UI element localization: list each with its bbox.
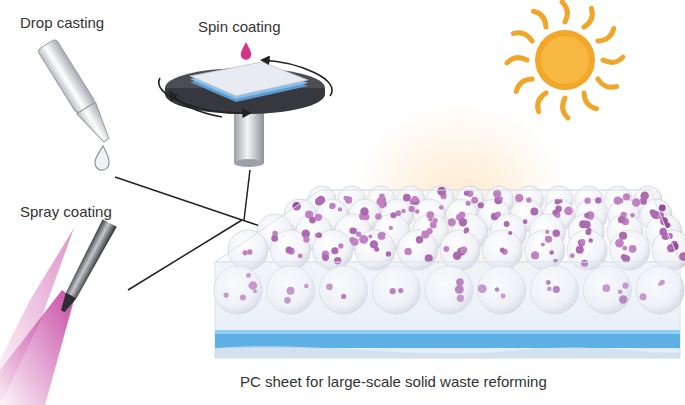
sun-ray (507, 58, 527, 63)
method-label: Spray coating (20, 203, 112, 221)
sun-ray (563, 98, 568, 118)
sun-ray (562, 2, 567, 22)
catalyst-dot (679, 252, 685, 261)
sun-ray (584, 8, 592, 27)
sun-ray (513, 33, 532, 41)
sun-ray (538, 93, 546, 112)
sun-ray (534, 11, 546, 27)
catalyst-dot (659, 205, 666, 212)
method-label: Drop casting (20, 14, 104, 32)
sun-ray (603, 57, 623, 62)
sun-ray (584, 93, 596, 109)
sun-ray (598, 29, 614, 41)
sun-ray (516, 79, 532, 91)
method-label: Spin coating (198, 18, 281, 36)
sun-ray (598, 79, 617, 87)
caption: PC sheet for large-scale solid waste ref… (240, 373, 547, 391)
